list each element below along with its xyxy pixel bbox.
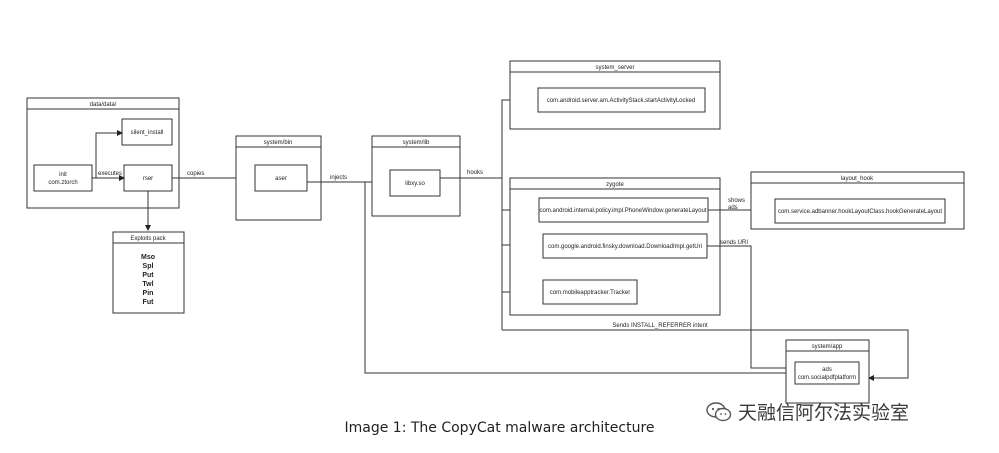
zygote-title: zygote [606, 182, 624, 188]
zygote-method: com.mobileapptracker.Tracker [550, 290, 630, 296]
wechat-icon [706, 401, 732, 421]
edge-copies-label: copies [187, 171, 204, 177]
system-app-title: system/app [812, 344, 843, 350]
edge-sends-referrer-label: Sends INSTALL_REFERRER intent [612, 323, 708, 329]
system-server-box: system_server com.android.server.am.Acti… [509, 60, 721, 130]
exploit-item: Pin [143, 290, 154, 297]
edge-hooks-label: hooks [467, 170, 483, 176]
init-package: com.ztorch [48, 180, 77, 186]
init-label: init [59, 172, 67, 178]
system-server-title: system_server [595, 65, 634, 71]
exploits-pack-box: Exploits pack Mso Spl Put Twl Pin Fut [112, 231, 185, 314]
watermark-text: 天融信阿尔法实验室 [738, 402, 910, 424]
layout-hook-box: layout_hook com.service.adbanner.hookLay… [750, 171, 965, 230]
data-data-box: data/data/ init com.ztorch silent_instal… [26, 97, 180, 209]
edge-shows-label: shows [728, 198, 745, 204]
watermark: 天融信阿尔法实验室 [706, 398, 909, 425]
silent-install-label: silent_install [131, 130, 164, 136]
system-app-ads: ads [822, 367, 832, 373]
aser-label: aser [275, 176, 287, 182]
system-lib-title: system/lib [403, 140, 430, 146]
zygote-method: com.google.android.finsky.download.Downl… [548, 244, 702, 250]
edge-ads-label: ads [728, 205, 738, 211]
zygote-box: zygote com.android.internal.policy.impl.… [509, 177, 721, 316]
exploit-item: Fut [143, 299, 155, 306]
layout-hook-title: layout_hook [841, 176, 874, 182]
system-app-package: com.socialpdfplatform [798, 375, 856, 381]
data-data-title: data/data/ [90, 102, 117, 108]
layout-hook-method: com.service.adbanner.hookLayoutClass.hoo… [778, 209, 942, 215]
edge-injects-label: injects [330, 175, 347, 181]
edge-sends-uri-label: sends URI [720, 240, 748, 246]
system-server-method: com.android.server.am.ActivityStack.star… [547, 98, 695, 104]
edge-executes-label: executes [98, 171, 122, 177]
libxy-label: libxy.so [405, 181, 425, 187]
exploits-pack-title: Exploits pack [130, 236, 166, 242]
exploit-item: Put [142, 272, 154, 279]
system-bin-title: system/bin [264, 140, 293, 146]
figure-caption: Image 1: The CopyCat malware architectur… [344, 420, 655, 436]
system-bin-box: system/bin aser [235, 135, 322, 221]
system-lib-box: system/lib libxy.so [371, 135, 461, 217]
exploit-item: Twl [142, 281, 153, 288]
exploit-item: Mso [141, 254, 155, 261]
exploit-item: Spl [143, 263, 154, 270]
system-app-box: system/app ads com.socialpdfplatform [785, 339, 870, 404]
rser-label: rser [143, 176, 153, 182]
zygote-method: com.android.internal.policy.impl.PhoneWi… [540, 208, 707, 214]
